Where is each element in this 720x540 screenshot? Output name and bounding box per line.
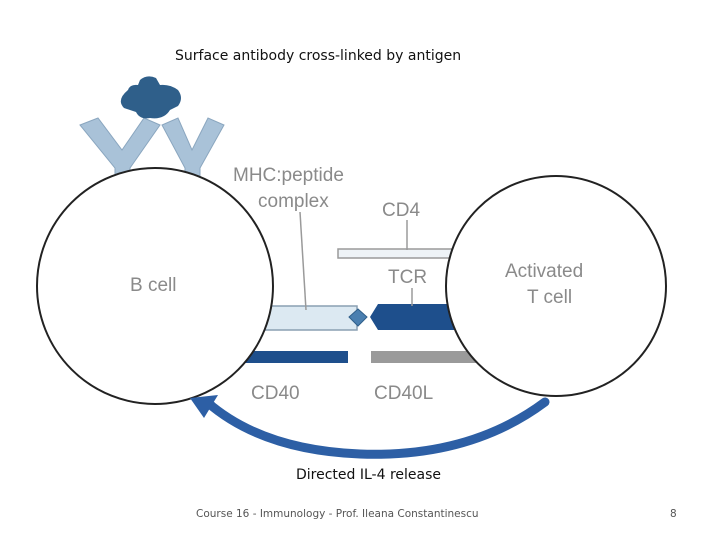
mhc-pointer-line: [299, 211, 307, 311]
cd40l-bar: [371, 351, 493, 363]
mhc-label-line2: complex: [258, 191, 329, 212]
diagram-caption: Directed IL-4 release: [296, 467, 442, 483]
t-cell: [445, 175, 667, 397]
cd40l-label: CD40L: [374, 383, 433, 404]
t-cell-label-line2: T cell: [527, 287, 572, 308]
mhc-peptide-bar: [261, 305, 358, 331]
peptide-diamond: [348, 308, 368, 327]
tcr-bar: [370, 304, 465, 330]
page-number: 8: [670, 508, 677, 520]
cd40-label: CD40: [251, 383, 300, 404]
b-cell: [36, 167, 274, 405]
arrowhead-icon: [190, 395, 218, 418]
cd4-label: CD4: [382, 200, 420, 221]
b-cell-label: B cell: [130, 275, 176, 296]
t-cell-label-line1: Activated: [505, 261, 583, 282]
antigen-shape: [120, 76, 181, 119]
il4-release-arrow: [202, 397, 550, 459]
cd40-bar: [245, 351, 348, 363]
slide-footer: Course 16 - Immunology - Prof. Ileana Co…: [196, 508, 479, 520]
slide-title: Surface antibody cross-linked by antigen: [175, 48, 462, 64]
tcr-label: TCR: [388, 267, 427, 288]
mhc-label-line1: MHC:peptide: [233, 165, 344, 186]
